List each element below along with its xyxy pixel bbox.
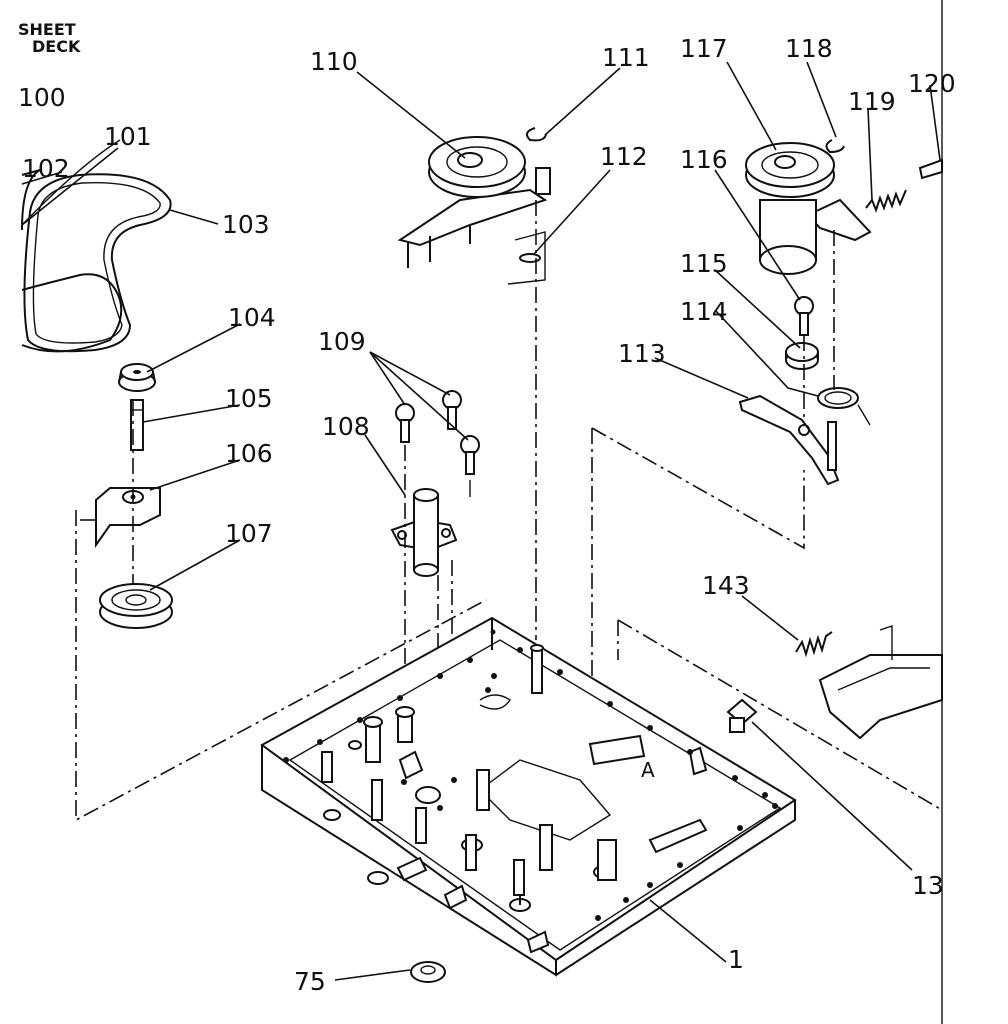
pulley-107 xyxy=(99,583,173,629)
label-115: 115 xyxy=(680,249,728,278)
label-101: 101 xyxy=(104,122,152,151)
label-A: A xyxy=(641,758,655,782)
label-103: 103 xyxy=(222,210,270,239)
label-105: 105 xyxy=(225,384,273,413)
slide-bracket xyxy=(818,625,943,740)
mount-line-143 xyxy=(617,619,943,811)
label-100: 100 xyxy=(18,83,66,112)
label-113: 113 xyxy=(618,339,666,368)
reel-117 xyxy=(745,142,872,275)
roller-116 xyxy=(785,342,819,370)
label-111: 111 xyxy=(602,43,650,72)
screw-13 xyxy=(726,698,758,733)
label-120: 120 xyxy=(908,69,956,98)
mount-line-left xyxy=(75,510,487,822)
label-114: 114 xyxy=(680,297,728,326)
arm-113 xyxy=(738,394,840,486)
label-117: 117 xyxy=(680,34,728,63)
label-109: 109 xyxy=(318,327,366,356)
screw-115 xyxy=(794,296,814,336)
label-110: 110 xyxy=(310,47,358,76)
bracket-106 xyxy=(95,487,161,549)
leader-lines xyxy=(21,61,941,981)
clip-118 xyxy=(825,139,845,154)
reel-110 xyxy=(397,136,551,268)
label-116: 116 xyxy=(680,145,728,174)
washer-75 xyxy=(410,961,446,983)
washer-112 xyxy=(507,231,546,285)
part-labels: 100 101 102 103 104 105 106 107 108 109 … xyxy=(18,34,956,996)
label-143: 143 xyxy=(702,571,750,600)
guide-post-108 xyxy=(390,480,471,577)
pulley-104 xyxy=(118,363,156,392)
chassis-1 xyxy=(260,616,797,977)
clip-111 xyxy=(525,127,547,142)
label-102: 102 xyxy=(22,154,70,183)
label-119: 119 xyxy=(848,87,896,116)
belt-103 xyxy=(23,173,172,353)
spring-119 xyxy=(865,189,907,213)
label-13: 13 xyxy=(912,871,944,900)
ring-114 xyxy=(817,387,871,426)
sheet-title: SHEET xyxy=(18,20,76,39)
mount-line-113 xyxy=(591,427,805,550)
screws-109 xyxy=(395,390,480,475)
label-1: 1 xyxy=(728,945,744,974)
part-120 xyxy=(918,158,943,180)
label-108: 108 xyxy=(322,412,370,441)
sheet-subtitle: DECK xyxy=(32,37,81,56)
label-75: 75 xyxy=(294,967,326,996)
label-112: 112 xyxy=(600,142,648,171)
label-118: 118 xyxy=(785,34,833,63)
label-106: 106 xyxy=(225,439,273,468)
label-107: 107 xyxy=(225,519,273,548)
label-104: 104 xyxy=(228,303,276,332)
spring-143 xyxy=(795,631,833,658)
shaft-105 xyxy=(130,399,144,451)
